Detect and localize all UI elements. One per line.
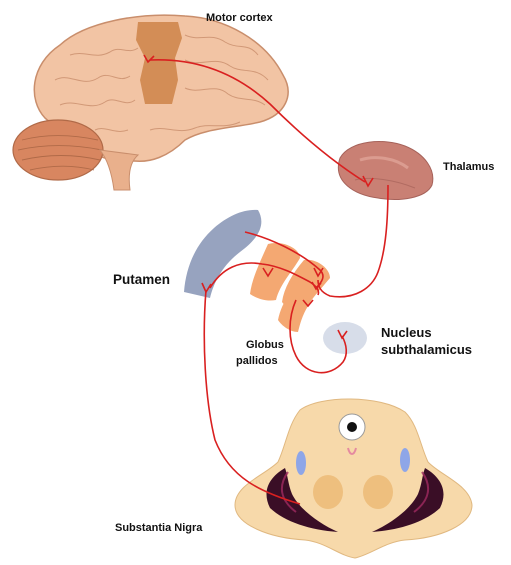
label-substantia-nigra: Substantia Nigra	[115, 522, 203, 534]
thalamus	[338, 142, 432, 200]
label-globus-line1: Globus	[246, 339, 284, 351]
red-nucleus-right	[363, 475, 393, 509]
label-nucleus-line1: Nucleus	[381, 325, 432, 340]
label-nucleus-line2: subthalamicus	[381, 342, 472, 357]
label-thalamus: Thalamus	[443, 161, 494, 173]
cerebellum	[13, 120, 103, 180]
nucleus-subthalamicus	[323, 322, 367, 354]
brainstem	[100, 150, 138, 190]
midbrain-section	[235, 399, 472, 558]
thalamus-descending-path	[318, 185, 388, 297]
label-globus-line2: pallidos	[236, 355, 278, 367]
label-putamen: Putamen	[113, 272, 170, 287]
label-motor-cortex: Motor cortex	[206, 12, 274, 24]
brain	[13, 15, 288, 190]
red-nucleus-left	[313, 475, 343, 509]
putamen	[184, 210, 261, 298]
